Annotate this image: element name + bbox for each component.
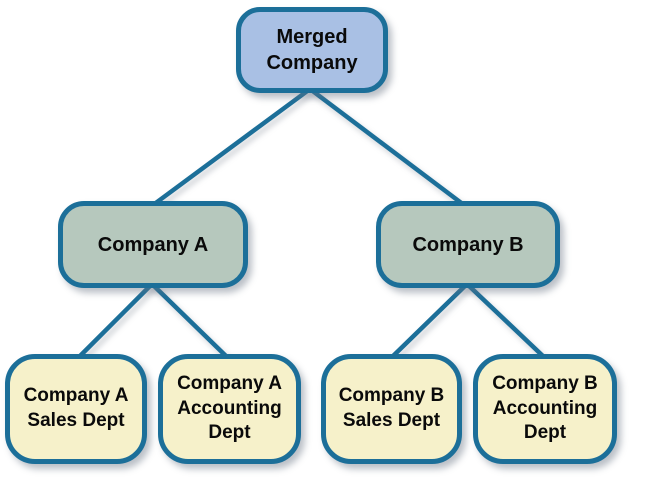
- connector-merged-to-company-b: [307, 86, 467, 208]
- connector-company-a-to-accounting: [149, 281, 231, 361]
- node-company-a-sales-dept: Company A Sales Dept: [5, 354, 147, 464]
- node-company-a-accounting-dept: Company A Accounting Dept: [158, 354, 301, 464]
- node-company-b-accounting-dept: Company B Accounting Dept: [473, 354, 617, 464]
- node-company-b: Company B: [376, 201, 560, 288]
- node-company-b-label: Company B: [412, 233, 524, 256]
- node-company-b-accounting-dept-label: Company B Accounting Dept: [492, 372, 598, 444]
- node-company-a-accounting-dept-label: Company A Accounting Dept: [177, 372, 282, 444]
- node-company-b-sales-dept-label: Company B Sales Dept: [338, 385, 445, 431]
- node-company-a: Company A: [58, 201, 248, 288]
- node-merged-company-label: Merged Company: [266, 26, 358, 74]
- node-merged-company: Merged Company: [236, 7, 388, 93]
- connector-company-b-to-sales: [388, 281, 470, 361]
- node-company-a-sales-dept-label: Company A Sales Dept: [23, 385, 129, 431]
- node-company-b-sales-dept: Company B Sales Dept: [321, 354, 462, 464]
- connector-company-b-to-accounting: [464, 281, 548, 361]
- connector-merged-to-company-a: [150, 86, 313, 208]
- node-company-a-label: Company A: [97, 233, 209, 256]
- connector-company-a-to-sales: [75, 281, 155, 361]
